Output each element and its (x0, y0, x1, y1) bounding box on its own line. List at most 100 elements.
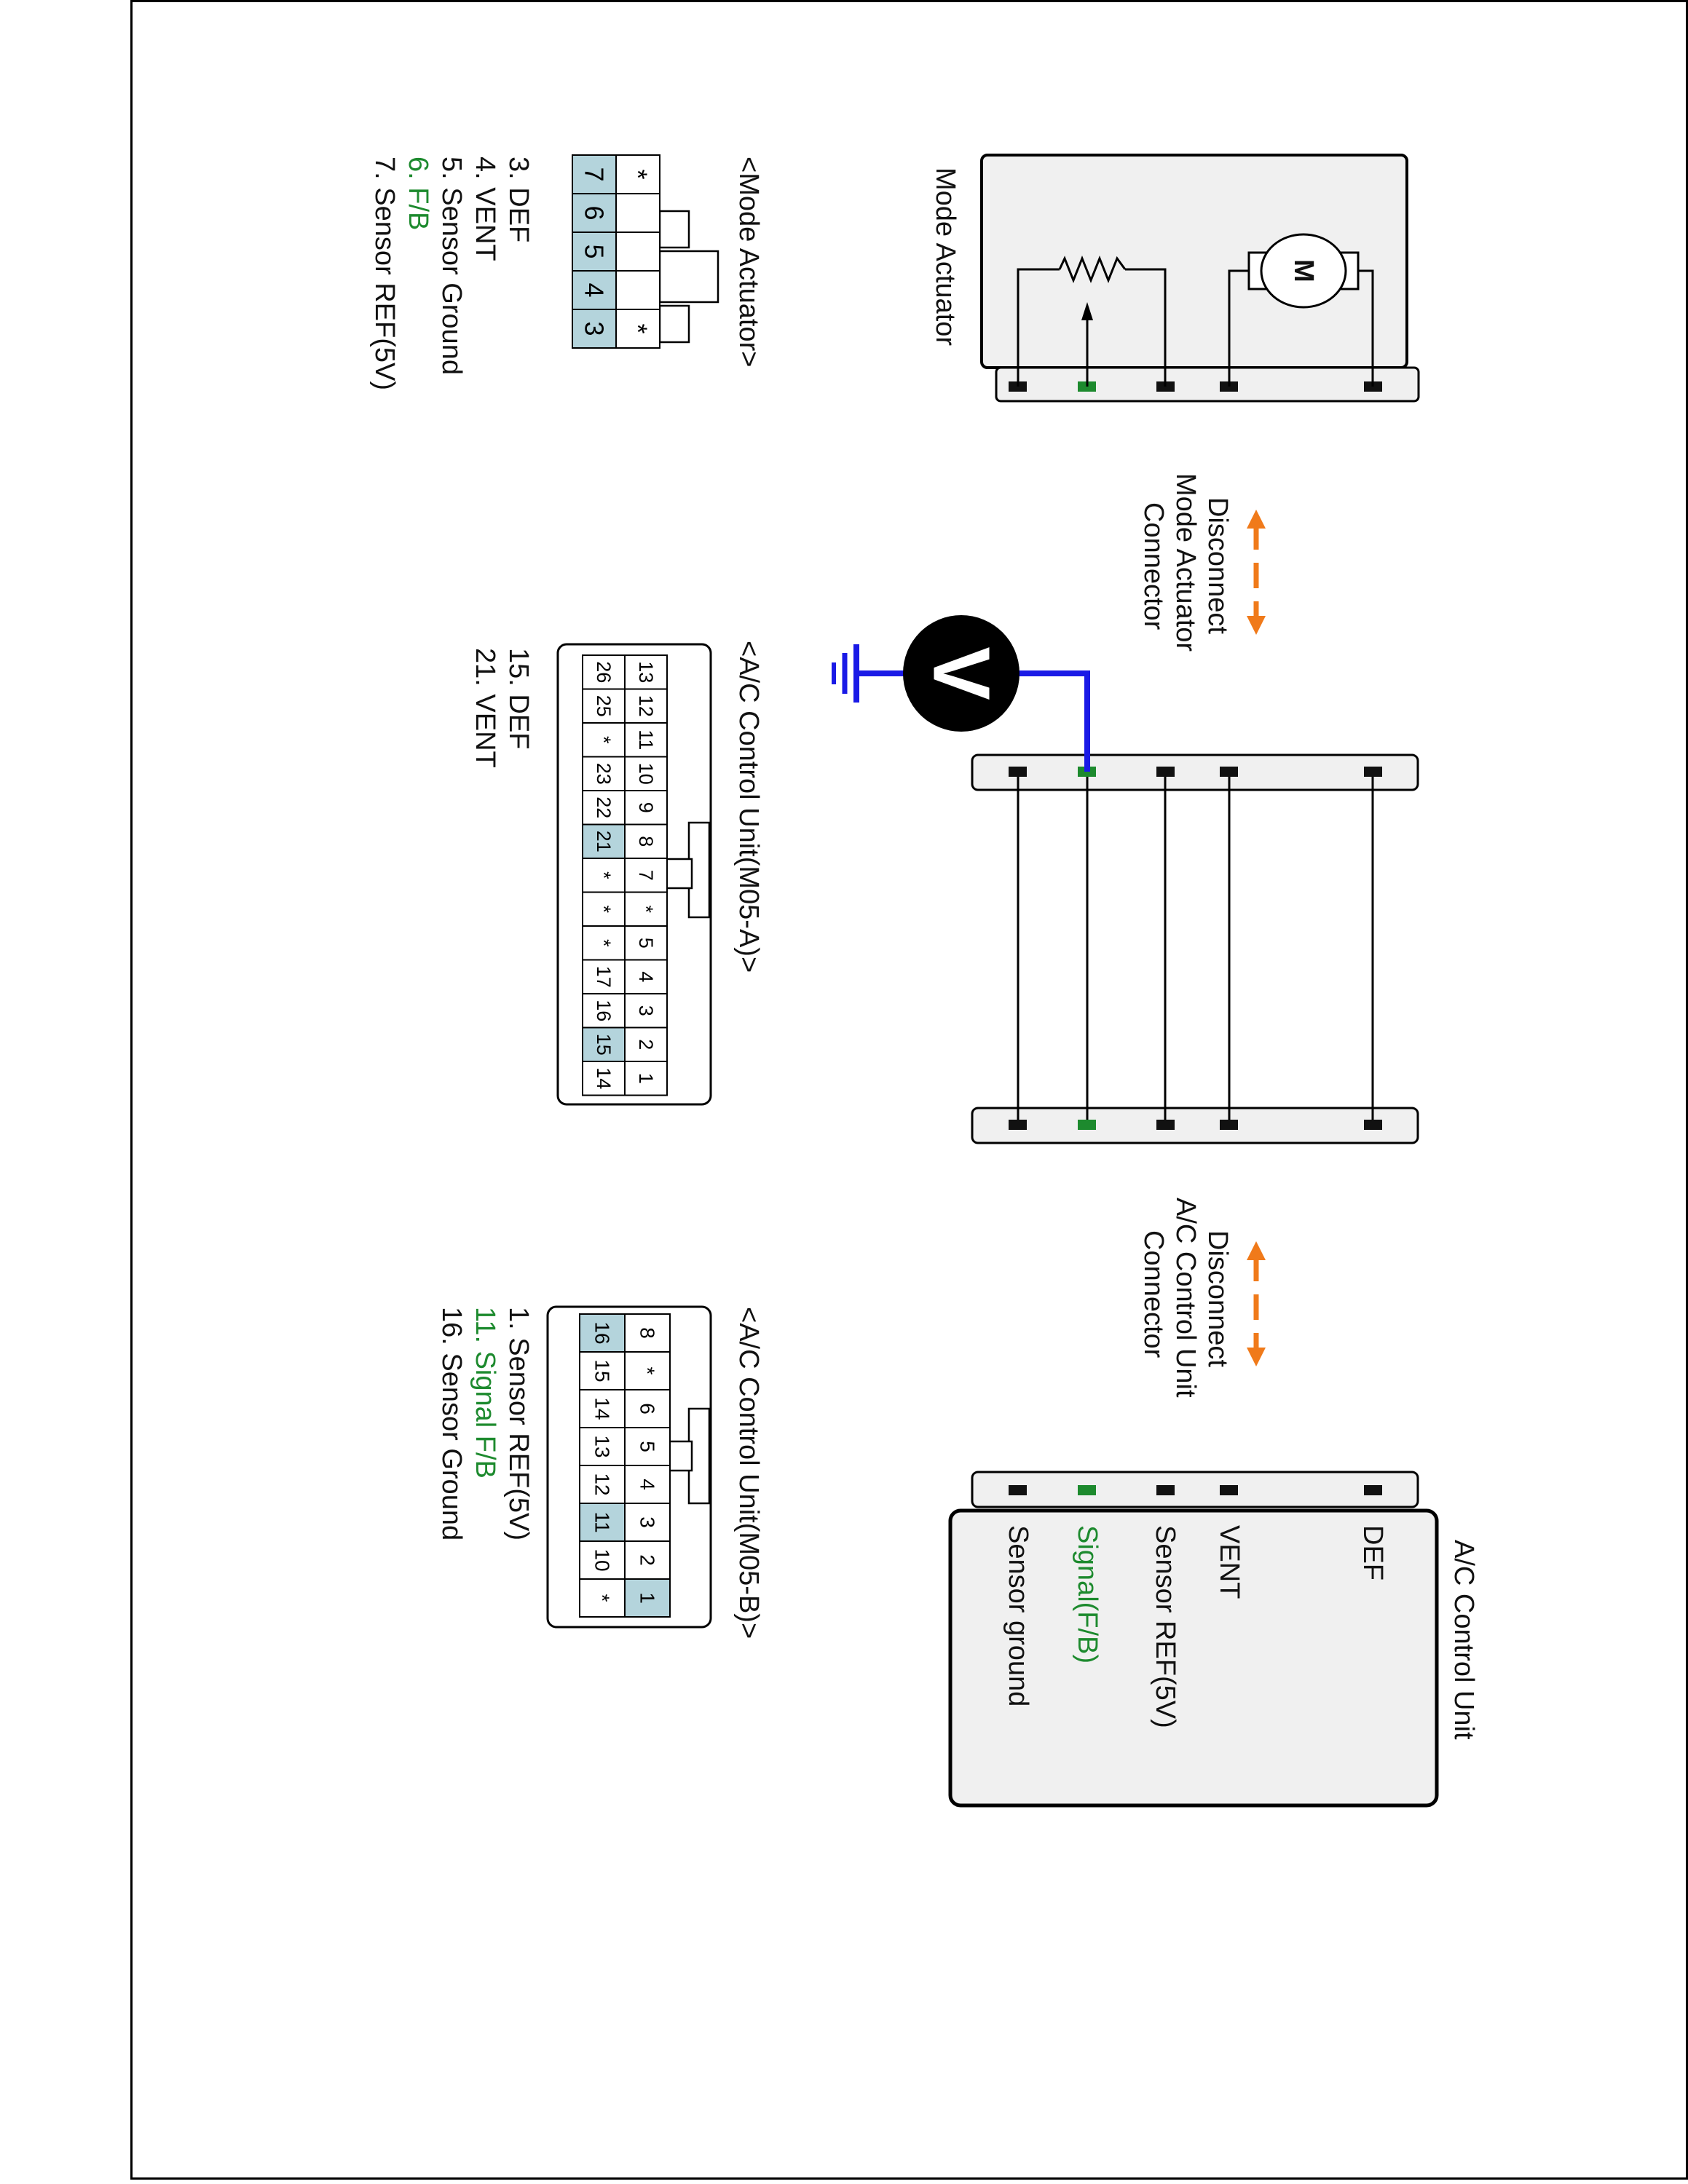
m05a-cell (582, 959, 626, 994)
svg-text:6. F/B: 6. F/B (403, 157, 433, 230)
mode-connector-legend: 3. DEF 4. VENT 5. Sensor Ground 6. F/B 7… (369, 157, 534, 390)
m05b-legend: 1. Sensor REF(5V) 11. Signal F/B 16. Sen… (436, 1307, 534, 1540)
m05b-pin-label: 1 (636, 1592, 659, 1604)
m05a-pin-label: * (593, 736, 615, 744)
m05a-legend: 15. DEF 21. VENT (470, 648, 534, 768)
svg-text:Connector: Connector (1138, 502, 1169, 630)
ac-pin-sensor-ground: Sensor ground (1003, 1525, 1033, 1706)
m05b-pin-label: 13 (591, 1435, 614, 1457)
mode-conn-cell (615, 232, 660, 272)
ac-control-unit-box: A/C Control Unit DEF VENT Sensor REF(5V)… (948, 1471, 1479, 1808)
svg-text:Connector: Connector (1138, 1230, 1169, 1358)
m05a-pin-label: 26 (593, 661, 615, 683)
m05a-pin-label: * (593, 939, 615, 947)
m05b-cell (624, 1313, 671, 1353)
mode-conn-cell (615, 193, 660, 233)
mode-conn-pin-label: 4 (580, 282, 610, 297)
mode-conn-pin-label: * (623, 323, 653, 333)
mode-conn-cell (615, 154, 660, 194)
m05a-pin-label: 17 (593, 966, 615, 988)
m05a-pin-label: 13 (635, 661, 657, 683)
m05a-pin-label: 12 (635, 695, 657, 717)
m05a-pin-label: 10 (635, 763, 657, 785)
m05b-title: <A/C Control Unit(M05-B)> (733, 1307, 764, 1639)
svg-text:1. Sensor REF(5V): 1. Sensor REF(5V) (503, 1307, 534, 1540)
svg-text:Disconnect: Disconnect (1202, 1230, 1233, 1367)
m05a-pin-label: * (635, 905, 657, 913)
m05a-cell (582, 1061, 626, 1096)
mode-conn-pin-label: * (623, 169, 653, 179)
m05a-cell (582, 756, 626, 791)
m05b-cell (579, 1427, 626, 1466)
m05b-cell (624, 1503, 671, 1542)
svg-text:5. Sensor Ground: 5. Sensor Ground (436, 157, 467, 375)
svg-text:11. Signal F/B: 11. Signal F/B (470, 1307, 500, 1479)
mode-conn-pin-label: 5 (580, 244, 610, 258)
m05b-pin-label: 5 (636, 1441, 659, 1452)
m05a-cell (582, 790, 626, 826)
m05a-pin-label: 5 (635, 938, 657, 949)
svg-text:4. VENT: 4. VENT (470, 157, 500, 261)
m05a-cell (624, 756, 668, 791)
mode-connector-title: <Mode Actuator> (733, 157, 764, 367)
motor-label: M (1288, 259, 1319, 282)
disconnect-ac-text: Disconnect A/C Control Unit Connector (1138, 1198, 1233, 1398)
ac-pin-sensor-ref: Sensor REF(5V) (1150, 1525, 1180, 1728)
mode-conn-cell (615, 309, 660, 349)
svg-text:7. Sensor REF(5V): 7. Sensor REF(5V) (369, 157, 400, 390)
m05a-pin-label: 23 (593, 763, 615, 785)
mode-actuator-title: Mode Actuator (930, 167, 961, 346)
m05b-pin-label: 8 (636, 1327, 659, 1339)
mode-conn-cell (572, 309, 617, 349)
m05a-cell (624, 790, 668, 826)
motor-icon (1260, 233, 1347, 309)
m05b-connector: <A/C Control Unit(M05-B)> 8*654321161514… (546, 1305, 764, 1639)
m05a-pin-label: 9 (635, 802, 657, 813)
m05a-cell (582, 993, 626, 1029)
m05a-pin-label: 22 (593, 796, 615, 818)
m05b-pin-label: 14 (591, 1397, 614, 1420)
m05a-pin-label: 1 (635, 1073, 657, 1084)
ac-pin-vent: VENT (1214, 1525, 1245, 1599)
svg-text:A/C Control Unit: A/C Control Unit (1170, 1198, 1201, 1398)
m05a-pin-label: 4 (635, 971, 657, 982)
m05a-pin-label: 8 (635, 836, 657, 847)
m05a-pin-label: 14 (593, 1067, 615, 1089)
svg-text:16. Sensor Ground: 16. Sensor Ground (436, 1307, 467, 1540)
svg-text:15. DEF: 15. DEF (503, 648, 534, 749)
m05a-pin-label: 15 (593, 1034, 615, 1056)
m05b-pin-label: * (591, 1594, 614, 1602)
m05b-pin-label: 6 (636, 1403, 659, 1415)
mode-conn-pin-label: 7 (580, 167, 610, 181)
m05a-pin-label: 3 (635, 1005, 657, 1016)
m05a-pin-label: 16 (593, 1000, 615, 1021)
voltmeter-icon (903, 615, 1019, 732)
ac-pin-signal: Signal(F/B) (1072, 1525, 1103, 1663)
mode-conn-cell (615, 270, 660, 310)
ground-icon (832, 644, 859, 703)
disconnect-mode-arrow (1247, 510, 1266, 635)
m05a-cell (624, 959, 668, 994)
m05a-pin-label: * (593, 905, 615, 913)
m05b-pin-label: 3 (636, 1516, 659, 1528)
m05a-title: <A/C Control Unit(M05-A)> (733, 641, 764, 973)
m05a-pin-label: * (593, 871, 615, 879)
m05b-pin-label: 10 (591, 1548, 614, 1571)
m05b-cell (579, 1540, 626, 1580)
m05a-pin-label: 25 (593, 695, 615, 717)
mode-actuator-box: M Mode Actuator (930, 154, 1420, 403)
m05a-connector: <A/C Control Unit(M05-A)> 13121110987*54… (556, 641, 764, 1106)
m05b-pin-label: 16 (591, 1321, 614, 1344)
m05b-cell (624, 1427, 671, 1466)
svg-text:Mode Actuator: Mode Actuator (1170, 473, 1201, 652)
disconnect-mode-text: Disconnect Mode Actuator Connector (1138, 473, 1233, 652)
m05b-cell (579, 1313, 626, 1353)
diagram-frame (130, 0, 1688, 2180)
ac-pin-def: DEF (1357, 1525, 1388, 1580)
mode-conn-pin-label: 6 (580, 205, 610, 220)
disconnect-ac-arrow (1247, 1241, 1266, 1366)
ac-unit-title: A/C Control Unit (1448, 1540, 1479, 1740)
m05b-pin-label: 2 (636, 1554, 659, 1566)
m05b-cell (579, 1578, 626, 1618)
